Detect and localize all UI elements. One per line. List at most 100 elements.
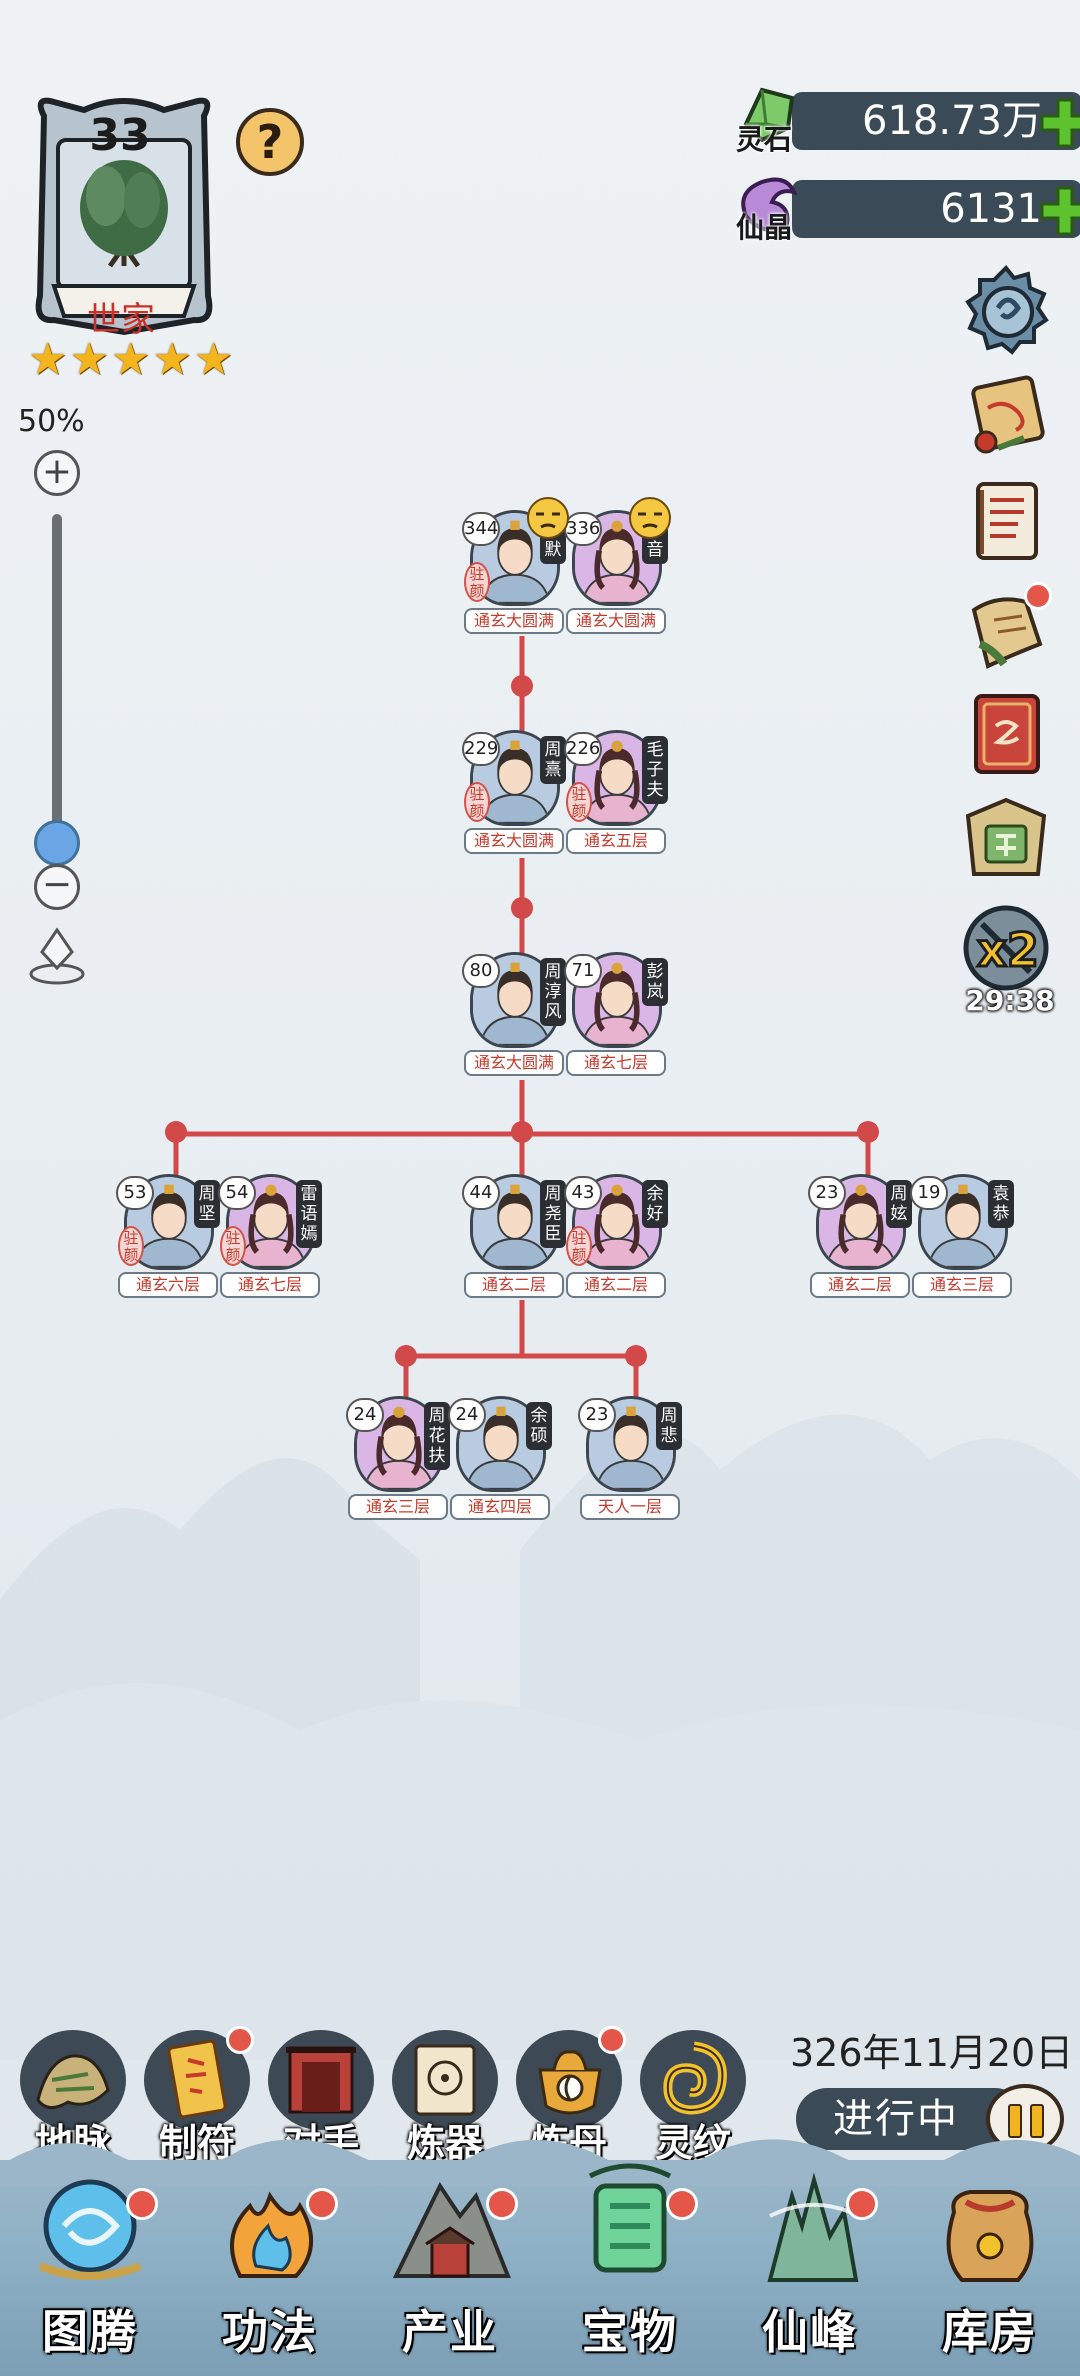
nav-label: 功法 (222, 2305, 318, 2359)
add-immortal-crystal-button[interactable] (1038, 184, 1080, 238)
locate-ancestor-icon[interactable] (24, 922, 90, 988)
bamboo-scroll-button[interactable] (958, 580, 1054, 676)
alchemy-cauldron-icon (538, 2050, 602, 2115)
clan-level: 33 (89, 110, 151, 161)
status-badge: 驻颜 (566, 782, 592, 822)
settings-gear-icon[interactable] (958, 262, 1054, 358)
red-knot-icon (511, 675, 533, 697)
notebook-icon[interactable] (958, 474, 1054, 570)
notification-dot (306, 2188, 338, 2220)
nav-tab-1[interactable]: 图腾 (0, 2156, 180, 2372)
member-realm: 通玄三层 (348, 1494, 448, 1520)
family-member-card[interactable]: 344子默驻颜通玄大圆满 (462, 497, 569, 634)
zoom-out-button[interactable]: − (34, 864, 80, 910)
member-age: 80 (462, 954, 500, 988)
notification-dot (666, 2188, 698, 2220)
notification-dot (846, 2188, 878, 2220)
red-knot-icon (625, 1345, 647, 1367)
speed-multiplier: x2 (977, 923, 1039, 977)
technique-flame-icon (230, 2191, 313, 2278)
immortal-crystal-label: 仙晶 (736, 211, 793, 244)
member-age: 43 (564, 1176, 602, 1210)
wave-decoration (0, 2139, 1080, 2186)
member-age: 71 (564, 954, 602, 988)
star-icon: ★ (193, 334, 234, 385)
member-age: 344 (462, 512, 500, 546)
family-member-card[interactable]: 24 周花扶通玄三层 (346, 1394, 450, 1520)
member-name: 周悲 (656, 1402, 682, 1450)
status-badge: 驻颜 (566, 1226, 592, 1266)
member-name: 余硕 (526, 1402, 552, 1450)
member-age: 23 (808, 1176, 846, 1210)
feature-button-3[interactable]: 对手 (262, 2030, 380, 2165)
treasure-jade-icon (588, 2163, 672, 2273)
clan-badge[interactable]: 33 世家 ★ ★ ★ ★ ★ (16, 96, 236, 382)
member-name: 周熹 (540, 736, 566, 784)
currency-bar (792, 180, 1080, 238)
nav-tab-4[interactable]: 宝物 (540, 2156, 720, 2372)
spirit-stone-label: 灵石 (736, 123, 793, 156)
member-age: 226 (564, 732, 602, 766)
clan-frame-icon (35, 97, 213, 336)
time-progress-control[interactable]: 进行中 (796, 2084, 1066, 2154)
feature-button-2[interactable]: 制符 (138, 2026, 256, 2165)
knot-icons (165, 675, 879, 1367)
feature-button-6[interactable]: 灵纹 (634, 2030, 752, 2165)
red-book-icon[interactable] (958, 686, 1054, 782)
add-spirit-stone-button[interactable] (1038, 96, 1080, 150)
currency-bar (792, 92, 1080, 150)
member-age: 23 (578, 1398, 616, 1432)
member-name: 周花扶 (424, 1402, 450, 1470)
status-badge: 驻颜 (464, 782, 490, 822)
family-member-card[interactable]: 336幻音通玄大圆满 (564, 497, 671, 634)
zoom-slider-track[interactable] (52, 514, 62, 844)
notification-dot (126, 2188, 158, 2220)
zoom-percent: 50% (18, 404, 85, 439)
nav-tab-3[interactable]: 产业 (360, 2156, 540, 2372)
member-realm: 通玄六层 (118, 1272, 218, 1298)
member-age: 24 (346, 1398, 384, 1432)
industry-mountain-icon (392, 2181, 511, 2278)
nav-tab-2[interactable]: 功法 (180, 2156, 360, 2372)
status-badge: 驻颜 (220, 1226, 246, 1266)
talisman-icon (167, 2039, 227, 2119)
nav-tab-6[interactable]: 库房 (900, 2156, 1080, 2372)
member-realm: 通玄大圆满 (464, 1050, 564, 1076)
zoom-in-button[interactable]: + (34, 450, 80, 496)
notification-dot (226, 2026, 254, 2054)
currency-immortal-crystal: 6131 仙晶 (732, 172, 1080, 244)
scroll-map-icon[interactable] (958, 368, 1054, 464)
feature-label: 制符 (158, 2120, 235, 2165)
family-tree-lines (165, 636, 879, 1412)
speed-x2-button[interactable]: x2 (958, 900, 1054, 1010)
member-age: 229 (462, 732, 500, 766)
pause-icon (1030, 2104, 1044, 2138)
star-icon: ★ (110, 334, 151, 385)
nav-tab-5[interactable]: 仙峰 (720, 2156, 900, 2372)
member-name: 周坚 (194, 1180, 220, 1228)
nav-label: 产业 (402, 2305, 498, 2359)
plaque-icon[interactable] (958, 792, 1054, 888)
member-name: 周尧臣 (540, 1180, 566, 1248)
red-knot-icon (511, 1121, 533, 1143)
immortal-peak-icon (767, 2172, 859, 2282)
help-button[interactable]: ? (236, 108, 304, 176)
bottom-nav (0, 2139, 1080, 2376)
star-icon: ★ (28, 334, 68, 385)
immortal-crystal-amount: 6131 (940, 186, 1042, 232)
member-name: 周妶 (886, 1180, 912, 1228)
red-knot-icon (511, 897, 533, 919)
spirit-stone-icon (743, 87, 795, 143)
